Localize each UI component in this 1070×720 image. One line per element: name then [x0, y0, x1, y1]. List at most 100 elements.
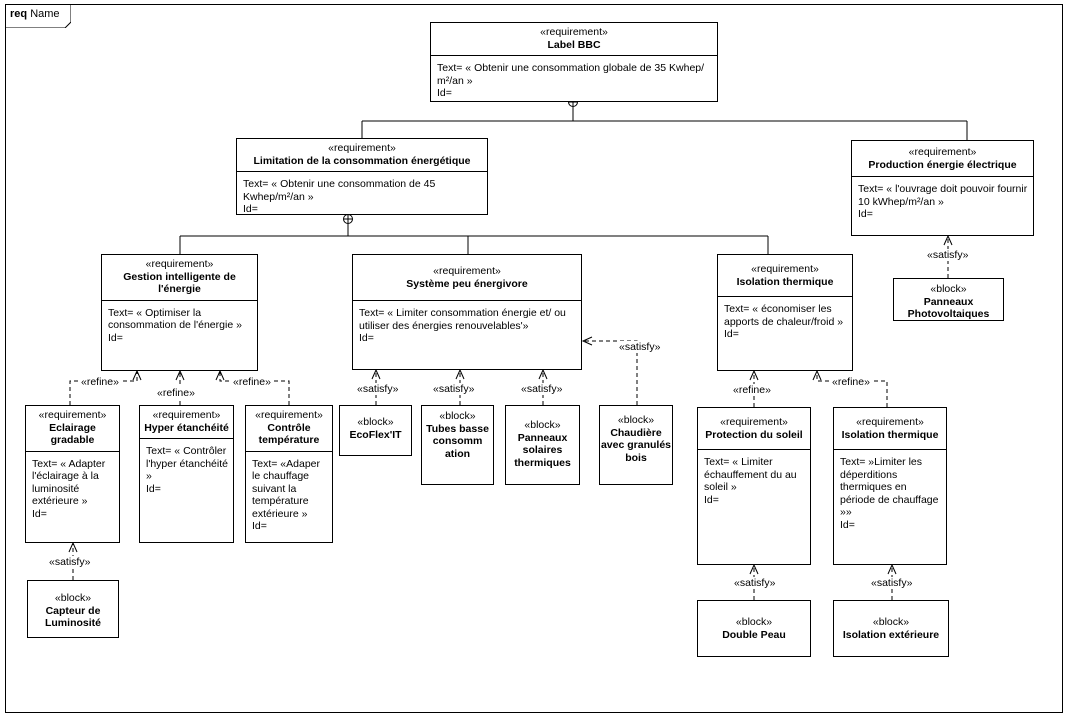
- stereotype-label: «block»: [872, 616, 910, 628]
- requirement-id: Id=: [858, 208, 873, 220]
- stereotype-label: «requirement»: [856, 416, 924, 428]
- arrowhead-solaires: [538, 368, 548, 380]
- stereotype-label: «block»: [735, 616, 773, 628]
- requirement-text: Text= »Limiter les déperditions thermiqu…: [840, 456, 939, 518]
- block-name: Panneaux Photovoltaiques: [907, 295, 990, 321]
- requirement-limitation[interactable]: «requirement»Limitation de la consommati…: [236, 138, 488, 215]
- requirement-id: Id=: [704, 493, 719, 506]
- stereotype-label: «block»: [617, 414, 655, 426]
- arrowhead-isolation-ext: [887, 563, 897, 575]
- requirement-name: Limitation de la consommation énergétiqu…: [253, 154, 471, 167]
- requirement-name: Gestion intelligente de l'énergie: [123, 270, 236, 296]
- requirement-id: Id=: [252, 520, 267, 532]
- requirement-eclairage[interactable]: «requirement»Eclairage gradable Text= « …: [25, 405, 120, 543]
- block-isolation-exterieure[interactable]: «block»Isolation extérieure: [833, 600, 949, 657]
- arrowhead-protection: [749, 369, 759, 381]
- requirement-protection[interactable]: «requirement»Protection du soleil Text= …: [697, 407, 811, 565]
- requirement-name: Système peu énergivore: [406, 277, 528, 290]
- stereotype-label: «requirement»: [255, 409, 323, 421]
- block-chaudiere[interactable]: «block»Chaudière avec granulés bois: [599, 405, 673, 485]
- refine-label-isolation: «refine»: [831, 376, 871, 388]
- requirement-text: Text= « l'ouvrage doit pouvoir fournir 1…: [858, 183, 1028, 208]
- stereotype-label: «requirement»: [540, 26, 608, 38]
- block-capteur[interactable]: «block»Capteur de Luminosité: [27, 580, 119, 638]
- diagram-frame: [5, 4, 1063, 713]
- requirement-id: Id=: [840, 518, 855, 531]
- requirement-id: Id=: [32, 507, 47, 520]
- stereotype-label: «block»: [439, 410, 476, 422]
- requirement-name: Hyper étanchéité: [144, 421, 229, 434]
- requirement-id: Id=: [359, 332, 374, 344]
- refine-label-protection: «refine»: [732, 384, 772, 396]
- requirement-name: Label BBC: [547, 38, 601, 51]
- requirement-text: Text= « Optimiser la consommation de l'é…: [108, 306, 242, 332]
- block-double-peau[interactable]: «block»Double Peau: [697, 600, 811, 657]
- requirement-controle[interactable]: «requirement»Contrôle température Text= …: [245, 405, 333, 543]
- requirement-name: Contrôle température: [258, 421, 320, 447]
- requirement-name: Protection du soleil: [705, 428, 803, 441]
- stereotype-label: «requirement»: [433, 265, 501, 277]
- arrowhead-tubes: [455, 368, 465, 380]
- arrowhead-pv: [943, 234, 953, 246]
- requirement-text: Text= « Limiter échauffement du au solei…: [704, 456, 797, 493]
- block-name: EcoFlex'IT: [349, 428, 402, 441]
- requirement-text: Text= « Adapter l'éclairage à la luminos…: [32, 457, 106, 508]
- arrowhead-capteur: [68, 541, 78, 553]
- requirement-text: Text= « Limiter consommation énergie et/…: [359, 307, 566, 332]
- arrowhead-eclairage: [132, 369, 142, 381]
- requirement-gestion[interactable]: «requirement»Gestion intelligente de l'é…: [101, 254, 258, 371]
- frame-name: Name: [30, 8, 60, 20]
- block-name: Capteur de Luminosité: [44, 604, 101, 630]
- requirement-text: Text= «Adaper le chauffage suivant la te…: [252, 457, 321, 520]
- arrowhead-controle: [215, 369, 225, 381]
- satisfy-label-isolation-ext: «satisfy»: [870, 577, 914, 589]
- satisfy-label-chaudiere: «satisfy»: [618, 341, 662, 353]
- requirement-id: Id=: [724, 328, 739, 340]
- requirement-id: Id=: [146, 482, 161, 495]
- arrowhead-ecoflex: [371, 368, 381, 380]
- requirement-name: Eclairage gradable: [49, 421, 96, 447]
- satisfy-label-solaires: «satisfy»: [520, 383, 564, 395]
- stereotype-label: «block»: [930, 283, 967, 295]
- requirement-text: Text= « Obtenir une consommation globale…: [437, 62, 705, 87]
- frame-tab: [5, 4, 71, 28]
- stereotype-label: «block»: [54, 592, 92, 604]
- requirement-id: Id=: [108, 331, 123, 344]
- stereotype-label: «requirement»: [152, 409, 221, 421]
- stereotype-label: «requirement»: [328, 142, 396, 154]
- block-ecoflex[interactable]: «block»EcoFlex'IT: [339, 405, 412, 456]
- satisfy-label-tubes: «satisfy»: [432, 383, 476, 395]
- requirement-name: Isolation thermique: [736, 275, 834, 288]
- requirement-text: Text= « Contrôler l'hyper étanchéité »: [146, 445, 228, 482]
- block-tubes[interactable]: «block»Tubes basse consomm ation: [421, 405, 494, 485]
- requirement-text: Text= « économiser les apports de chaleu…: [724, 303, 844, 328]
- stereotype-label: «requirement»: [751, 263, 819, 275]
- stereotype-label: «requirement»: [720, 416, 788, 428]
- block-name: Chaudière avec granulés bois: [600, 426, 672, 464]
- block-name: Tubes basse consomm ation: [426, 422, 489, 460]
- containment-line-limitation: [179, 224, 769, 254]
- refine-link-isolation: [816, 371, 888, 407]
- block-name: Double Peau: [722, 628, 786, 641]
- block-name: Panneaux solaires thermiques: [514, 431, 571, 469]
- frame-kind: req: [10, 8, 28, 20]
- requirement-systeme[interactable]: «requirement»Système peu énergivore Text…: [352, 254, 582, 370]
- requirement-id: Id=: [437, 87, 452, 99]
- stereotype-label: «block»: [524, 419, 561, 431]
- requirement-production[interactable]: «requirement»Production énergie électriq…: [851, 140, 1034, 236]
- requirement-name: Production énergie électrique: [868, 158, 1017, 171]
- requirement-id: Id=: [243, 203, 258, 215]
- requirement-label-bbc[interactable]: «requirement»Label BBC Text= « Obtenir u…: [430, 22, 718, 102]
- refine-label-hyper: «refine»: [156, 387, 196, 399]
- stereotype-label: «requirement»: [145, 258, 214, 270]
- block-panneaux-solaires[interactable]: «block»Panneaux solaires thermiques: [505, 405, 580, 485]
- arrowhead-isolation: [812, 369, 822, 381]
- frame-title: req Name: [10, 8, 60, 20]
- stereotype-label: «requirement»: [38, 409, 107, 421]
- requirement-isolation-thermique-top[interactable]: «requirement»Isolation thermique Text= «…: [717, 254, 853, 371]
- satisfy-label-double-peau: «satisfy»: [733, 577, 777, 589]
- requirement-isolation-thermique-bottom[interactable]: «requirement»Isolation thermique Text= »…: [833, 407, 947, 565]
- refine-label-controle: «refine»: [232, 376, 272, 388]
- requirement-hyper[interactable]: «requirement»Hyper étanchéité Text= « Co…: [139, 405, 234, 543]
- block-panneaux-photovoltaiques[interactable]: «block»Panneaux Photovoltaiques: [893, 278, 1004, 321]
